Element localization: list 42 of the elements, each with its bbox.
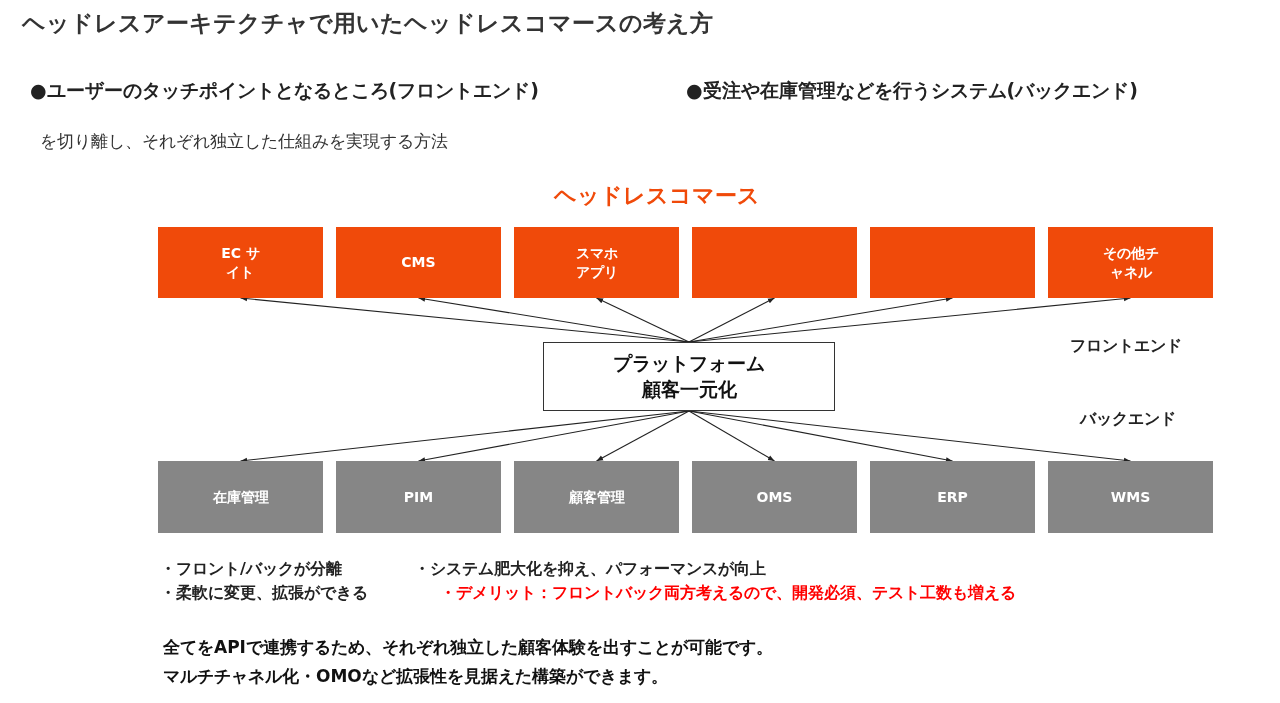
box-label: WMS	[1110, 487, 1151, 507]
bullet-text: ・デメリット：フロントバック両方考えるので、開発必須、テスト工数も増える	[440, 583, 1016, 604]
channel-box	[870, 227, 1035, 298]
box-label: プラットフォーム	[613, 350, 765, 376]
box-label: その他チャネル	[1102, 243, 1159, 282]
system-box	[692, 461, 857, 533]
box-label: CMS	[401, 253, 436, 272]
box-label: 在庫管理	[212, 487, 269, 507]
system-box	[158, 461, 323, 533]
box-label: PIM	[403, 487, 434, 507]
arrow	[688, 410, 776, 462]
system-box	[870, 461, 1035, 533]
summary-text: マルチチャネル化・OMOなど拡張性を見据えた構築ができます。	[163, 665, 668, 688]
box-label: 顧客一元化	[641, 376, 737, 402]
bullet-heading: ●ユーザーのタッチポイントとなるところ(フロントエンド)	[30, 78, 539, 103]
arrow	[595, 410, 690, 462]
section-heading: ヘッドレスコマース	[554, 182, 760, 210]
backend-label: バックエンド	[1080, 409, 1176, 430]
arrow	[595, 297, 690, 343]
system-box	[1048, 461, 1213, 533]
box-label: ERP	[937, 487, 968, 507]
page-title: ヘッドレスアーキテクチャで用いたヘッドレスコマースの考え方	[22, 9, 713, 38]
bullet-text: ・柔軟に変更、拡張ができる	[160, 583, 368, 604]
box-label: スマホアプリ	[575, 243, 618, 282]
channel-box	[336, 227, 501, 298]
bullet-heading: ●受注や在庫管理などを行うシステム(バックエンド)	[686, 78, 1138, 103]
system-box	[336, 461, 501, 533]
box-label: EC サイト	[220, 243, 261, 282]
description-text: を切り離し、それぞれ独立した仕組みを実現する方法	[40, 130, 448, 153]
system-box	[514, 461, 679, 533]
channel-box	[158, 227, 323, 298]
frontend-label: フロントエンド	[1070, 336, 1182, 357]
channel-box	[692, 227, 857, 298]
bullet-text: ・システム肥大化を抑え、パフォーマンスが向上	[414, 559, 766, 580]
bullet-text: ・フロント/バックが分離	[160, 559, 342, 580]
arrow	[688, 297, 776, 343]
platform-box	[543, 342, 835, 411]
summary-text: 全てをAPIで連携するため、それぞれ独立した顧客体験を出すことが可能です。	[163, 636, 773, 659]
box-label: 顧客管理	[568, 487, 625, 507]
channel-box	[514, 227, 679, 298]
channel-box	[1048, 227, 1213, 298]
box-label: OMS	[756, 487, 793, 507]
